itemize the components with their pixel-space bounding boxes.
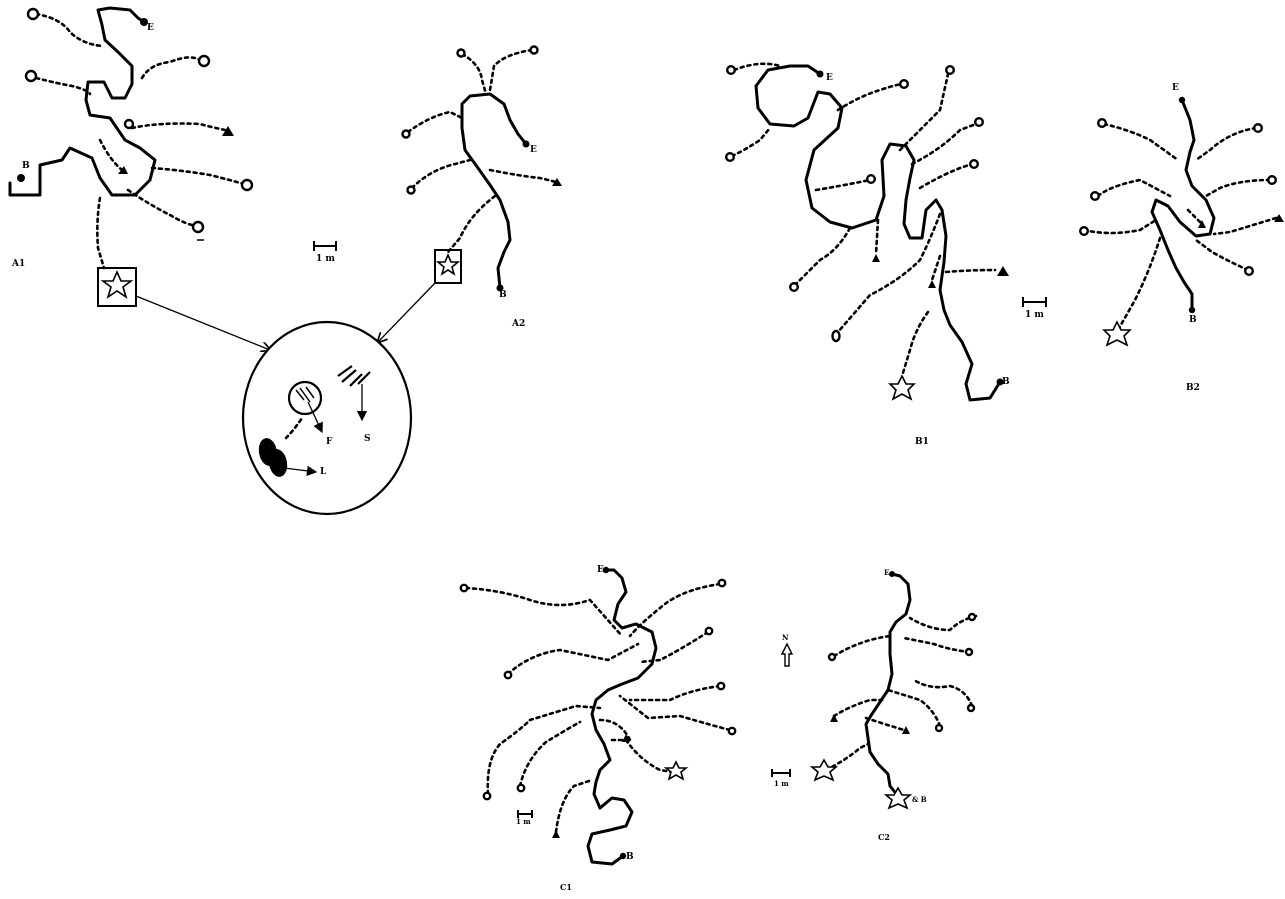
a2-branch bbox=[410, 158, 472, 190]
a2-panel-label: A2 bbox=[511, 319, 525, 329]
a1-branch bbox=[34, 76, 92, 96]
panel-b2: B E B2 bbox=[1078, 83, 1284, 393]
star-icon bbox=[435, 252, 461, 276]
star-icon bbox=[1102, 320, 1132, 347]
inset-detail: F S L bbox=[241, 320, 413, 516]
c2-end-label: E bbox=[884, 568, 889, 577]
b2-panel-label: B2 bbox=[1186, 383, 1200, 393]
b2-start-label: B bbox=[1189, 315, 1197, 325]
star-icon bbox=[100, 270, 134, 299]
b2-main-trail bbox=[1150, 98, 1216, 312]
b2-end-label: E bbox=[1172, 83, 1179, 93]
scale-bar-label: 1 m bbox=[516, 817, 531, 826]
a1-main-trail bbox=[8, 6, 157, 197]
a1-start-label: B bbox=[22, 161, 30, 171]
star-icon bbox=[883, 786, 913, 810]
a1-branch bbox=[126, 188, 198, 228]
c2-panel-label: C2 bbox=[878, 832, 890, 842]
north-arrow: N bbox=[780, 633, 794, 667]
a2-branch bbox=[488, 168, 558, 184]
triangle-icon bbox=[118, 166, 128, 174]
scratch-icon bbox=[337, 365, 371, 387]
a1-branch bbox=[130, 122, 227, 132]
a1-site-box bbox=[97, 267, 137, 307]
circle-icon bbox=[26, 7, 40, 21]
north-arrow-icon bbox=[780, 642, 794, 667]
scale-bar-label: 1 m bbox=[1025, 310, 1044, 320]
a2-main-trail bbox=[460, 92, 528, 290]
scale-bar-b: 1 m bbox=[1022, 297, 1047, 320]
circle-icon bbox=[191, 220, 205, 234]
panel-c2: E & B C2 bbox=[809, 568, 978, 842]
b1-panel-label: B1 bbox=[915, 437, 929, 447]
a2-end-label: E bbox=[530, 145, 537, 155]
a1-branch bbox=[150, 166, 246, 186]
triangle-icon bbox=[552, 178, 562, 186]
panel-b1: B E B1 bbox=[725, 62, 1010, 447]
panel-a2: B E A2 bbox=[401, 45, 562, 329]
c1-start-label: B bbox=[626, 852, 634, 862]
scale-bar-a: 1 m bbox=[313, 241, 337, 264]
star-icon bbox=[809, 758, 839, 782]
circle-icon bbox=[24, 69, 38, 83]
inset-scratch-label: S bbox=[364, 434, 371, 444]
a1-branch bbox=[34, 12, 104, 48]
a1-end-dot bbox=[140, 18, 148, 26]
scale-bar-label: 1 m bbox=[774, 779, 789, 788]
circle-icon bbox=[197, 54, 211, 68]
compass-label: N bbox=[782, 633, 789, 642]
c2-main-trail bbox=[864, 572, 912, 798]
a1-start-dot bbox=[17, 174, 25, 182]
c1-panel-label: C1 bbox=[560, 882, 572, 892]
a1-branch bbox=[98, 138, 124, 172]
b1-start-label: B bbox=[1002, 377, 1010, 387]
a1-panel-label: A1 bbox=[11, 259, 25, 269]
circle-icon bbox=[240, 178, 254, 192]
panel-c1: B E 1 m C1 bbox=[459, 565, 737, 892]
panel-a1: B E A1 bbox=[8, 6, 254, 307]
c2-start-label: & B bbox=[912, 795, 927, 804]
c1-end-label: E bbox=[597, 565, 604, 575]
a1-branch bbox=[140, 56, 202, 80]
a2-branch bbox=[460, 52, 488, 96]
star-icon bbox=[888, 374, 916, 401]
a2-start-label: B bbox=[499, 290, 507, 300]
a1-branch bbox=[96, 196, 106, 270]
star-icon bbox=[663, 760, 689, 781]
scale-bar-label: 1 m bbox=[316, 254, 335, 264]
a2-branch bbox=[488, 48, 534, 92]
a2-branch bbox=[446, 194, 497, 254]
b1-end-label: E bbox=[826, 73, 833, 83]
feces-icon bbox=[287, 380, 323, 416]
a1-end-label: E bbox=[147, 23, 154, 33]
circle-icon bbox=[123, 118, 135, 130]
scale-bar-c2: 1 m bbox=[771, 769, 791, 788]
a2-branch bbox=[406, 110, 464, 134]
triangle-icon bbox=[222, 126, 234, 136]
c1-main-trail bbox=[586, 568, 658, 866]
inset-feces-label: F bbox=[326, 437, 333, 447]
inset-lair-label: L bbox=[320, 467, 327, 477]
b1-main-trail bbox=[754, 64, 1002, 402]
a2-site-box bbox=[434, 249, 462, 284]
